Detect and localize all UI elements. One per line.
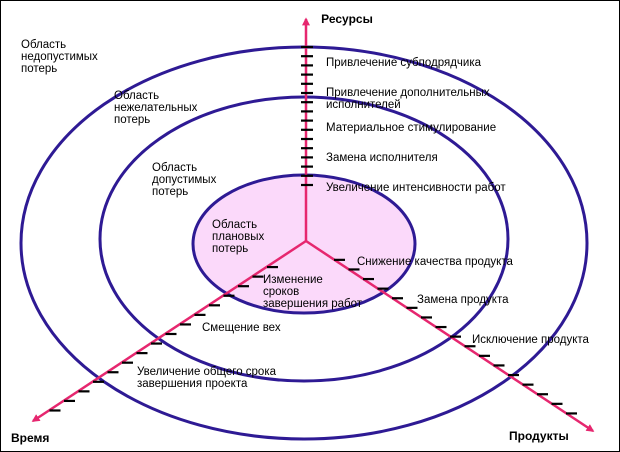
region-label-acceptable: Область допустимых потерь <box>152 162 220 198</box>
resource-measure-intensity: Увеличение интенсивности работ <box>326 182 506 194</box>
resources-axis-ticks <box>301 45 313 187</box>
product-measure-quality: Снижение качества продукта <box>357 256 513 268</box>
region-label-unacceptable: Область недопустимых потерь <box>21 39 101 75</box>
time-measure-deadlines: Изменение сроков завершения работ <box>263 274 363 310</box>
region-label-undesirable: Область нежелательных потерь <box>114 90 201 126</box>
resource-measure-subcontractor: Привлечение субподрядчика <box>326 57 482 69</box>
products-axis <box>305 239 595 433</box>
products-axis-ticks <box>334 258 577 415</box>
resource-measure-extra-staff: Привлечение дополнительных исполнителей <box>326 87 493 111</box>
time-axis-ticks <box>49 265 278 412</box>
axis-label-resources: Ресурсы <box>321 12 373 26</box>
axis-label-products: Продукты <box>509 429 569 443</box>
resource-measure-incentives: Материальное стимулирование <box>326 122 496 134</box>
time-measure-project-term: Увеличение общего срока завершения проек… <box>137 366 279 390</box>
resource-measure-replace-staff: Замена исполнителя <box>326 152 438 164</box>
time-measure-milestones: Смещение вех <box>202 322 281 334</box>
product-measure-replace: Замена продукта <box>417 294 509 306</box>
region-label-planned: Область плановых потерь <box>212 219 267 255</box>
region-undesirable-ellipse <box>98 95 510 383</box>
axis-label-time: Время <box>11 431 49 445</box>
product-measure-exclude: Исключение продукта <box>472 334 590 346</box>
